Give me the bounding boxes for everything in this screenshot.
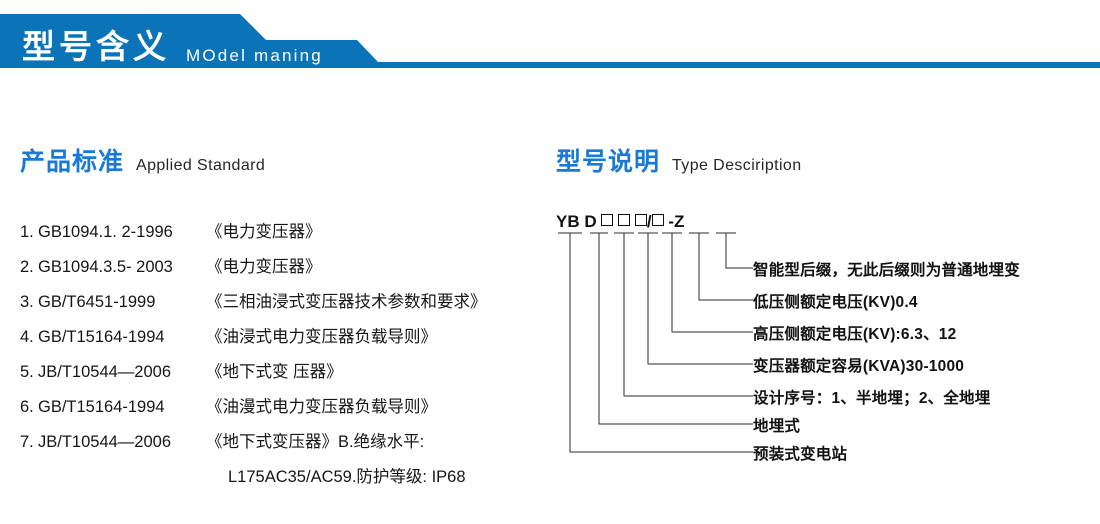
list-item: 2.GB1094.3.5- 2003 《电力变压器》 — [20, 250, 550, 285]
list-item-index: 5. — [20, 363, 34, 381]
list-item-title: 《油漫式电力变压器负载导则》 — [206, 398, 437, 416]
code-box-4 — [651, 214, 664, 226]
section-heading-en: Applied Standard — [136, 157, 266, 174]
model-label-prefab-substation: 预装式变电站 — [753, 446, 848, 463]
list-item: 5.JB/T10544—2006 《地下式变 压器》 — [20, 355, 550, 390]
model-label-hv-voltage: 高压侧额定电压(KV):6.3、12 — [753, 326, 957, 343]
list-item-code: JB/T10544—2006 — [38, 363, 172, 381]
model-label-buried-type: 地埋式 — [753, 418, 801, 435]
list-item-continuation: L175AC35/AC59.防护等级: IP68 — [228, 468, 466, 486]
code-box-3 — [634, 214, 647, 226]
list-item-title: 《地下式变 压器》 — [206, 363, 343, 381]
list-item-title: 《地下式变压器》B.绝缘水平: — [206, 433, 425, 451]
list-item-index: 2. — [20, 258, 34, 276]
section-heading-applied-standard: 产品标准 Applied Standard — [20, 142, 265, 178]
list-item-code: GB/T15164-1994 — [38, 328, 165, 346]
section-heading-en: Type Desciription — [672, 157, 802, 174]
model-label-smart-suffix: 智能型后缀，无此后缀则为普通地埋变 — [753, 262, 1020, 279]
banner-title: 型号含义 — [22, 28, 170, 65]
list-item-title: 《三相油浸式变压器技术参数和要求》 — [206, 293, 487, 311]
list-item-code: JB/T10544—2006 — [38, 433, 172, 451]
banner-subtitle: MOdel maning — [186, 46, 323, 65]
leader-lines — [558, 232, 753, 453]
section-heading-cn: 型号说明 — [556, 148, 661, 176]
model-label-rated-capacity: 变压器额定容易(KVA)30-1000 — [753, 358, 965, 375]
code-part-yb: YB — [556, 212, 580, 231]
list-item-index: 7. — [20, 433, 34, 451]
model-code-string: YB D / -Z — [556, 212, 684, 238]
code-box-2 — [618, 214, 631, 226]
banner-shape — [0, 14, 1100, 68]
list-item-index: 1. — [20, 223, 34, 241]
code-part-z: -Z — [668, 212, 685, 231]
list-item-title: 《电力变压器》 — [206, 223, 322, 241]
list-item: 3.GB/T6451-1999 《三相油浸式变压器技术参数和要求》 — [20, 285, 550, 320]
header-banner: 型号含义 MOdel maning — [0, 14, 1100, 84]
list-item: 6.GB/T15164-1994 《油漫式电力变压器负载导则》 — [20, 390, 550, 425]
section-heading-cn: 产品标准 — [20, 148, 125, 176]
list-item-index: 4. — [20, 328, 34, 346]
list-item-index: 6. — [20, 398, 34, 416]
section-heading-type-description: 型号说明 Type Desciription — [556, 142, 802, 178]
list-item: 1.GB1094.1. 2-1996 《电力变压器》 — [20, 215, 550, 250]
list-item-code: GB/T15164-1994 — [38, 398, 165, 416]
list-item-index: 3. — [20, 293, 34, 311]
list-item: 4.GB/T15164-1994 《油浸式电力变压器负载导则》 — [20, 320, 550, 355]
list-item-code: GB/T6451-1999 — [38, 293, 156, 311]
code-box-1 — [601, 214, 614, 226]
code-part-slash: / — [646, 212, 652, 231]
model-label-design-serial: 设计序号：1、半地埋；2、全地埋 — [753, 390, 991, 407]
model-code-diagram: YB D / -Z — [556, 212, 1100, 463]
list-item-code: GB1094.3.5- 2003 — [38, 258, 173, 276]
list-item-code: GB1094.1. 2-1996 — [38, 223, 173, 241]
standards-list: 1.GB1094.1. 2-1996 《电力变压器》 2.GB1094.3.5- … — [20, 215, 550, 495]
code-part-d: D — [584, 212, 597, 231]
list-item-title: 《油浸式电力变压器负载导则》 — [206, 328, 437, 346]
model-label-lv-voltage: 低压侧额定电压(KV)0.4 — [753, 294, 918, 311]
list-item-title: 《电力变压器》 — [206, 258, 322, 276]
list-item: 7.JB/T10544—2006 《地下式变压器》B.绝缘水平: — [20, 425, 550, 460]
